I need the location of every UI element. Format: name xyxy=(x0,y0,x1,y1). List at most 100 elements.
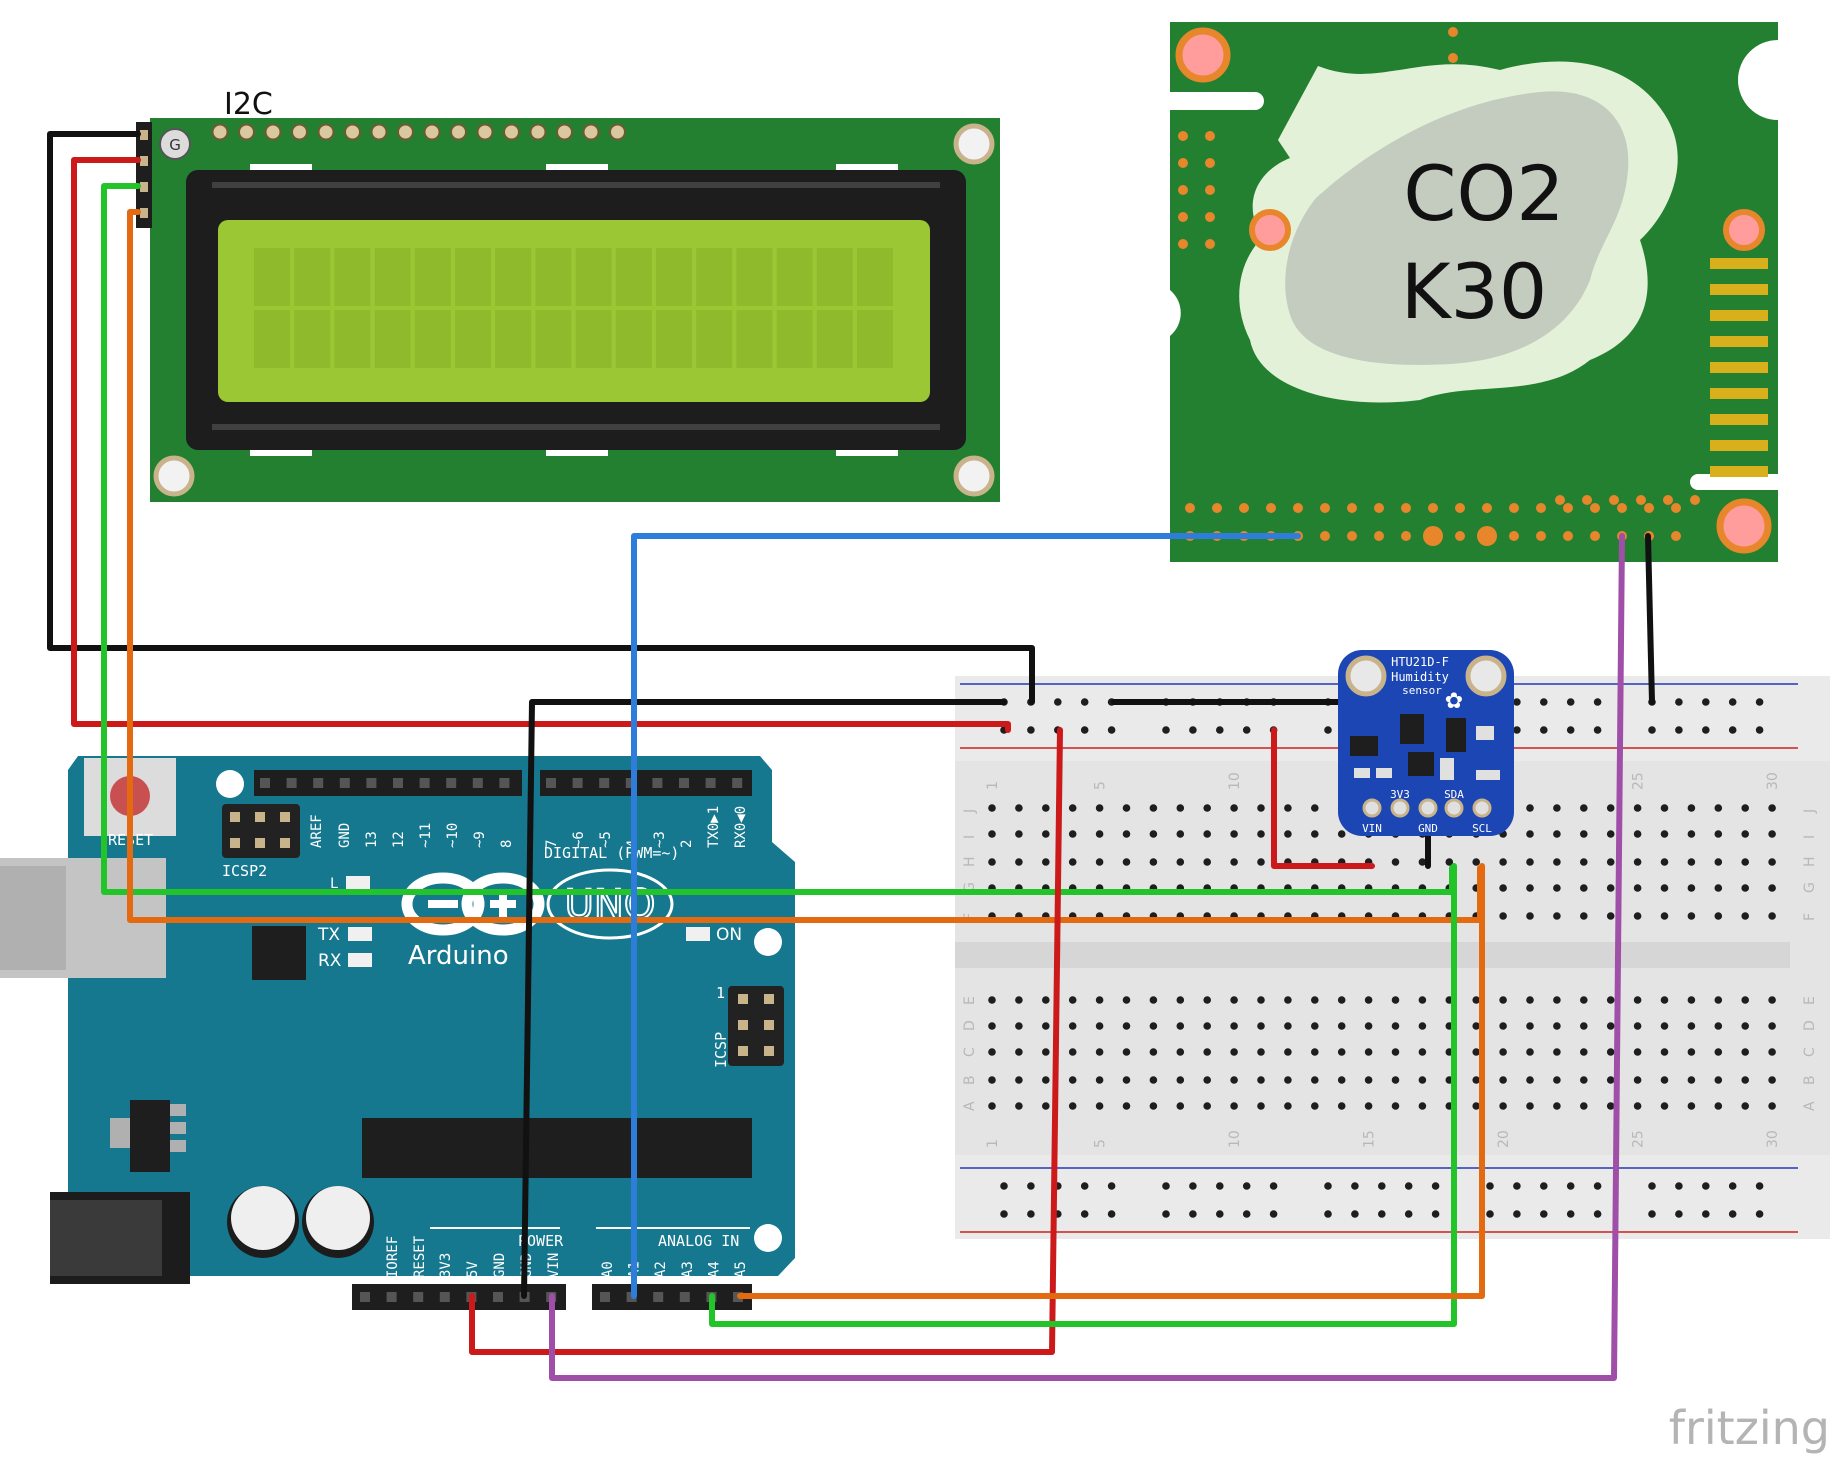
digital-pin-label: 12 xyxy=(391,831,407,848)
wire-htu-vin xyxy=(1271,727,1375,869)
breadboard-hole xyxy=(1768,884,1776,892)
header-hole xyxy=(705,778,716,788)
breadboard-hole xyxy=(1633,858,1642,866)
lcd-cell xyxy=(696,248,733,306)
row-letter: J xyxy=(962,809,978,814)
breadboard-hole xyxy=(1176,1076,1185,1084)
breadboard-hole xyxy=(1768,1022,1776,1030)
digital-pin-label: ~10 xyxy=(445,823,461,848)
header-hole xyxy=(625,778,636,788)
header-hole xyxy=(260,778,270,788)
rail-hole xyxy=(1675,1182,1683,1190)
arduino-brand: Arduino xyxy=(408,941,509,971)
digital-pin-label: ~6 xyxy=(571,831,587,848)
edge-finger xyxy=(1710,258,1768,269)
pad xyxy=(1536,531,1546,541)
breadboard-hole xyxy=(1257,830,1265,838)
breadboard-hole xyxy=(1472,996,1480,1004)
breadboard-hole xyxy=(1606,884,1615,892)
htu-pin-label: 3V3 xyxy=(1390,788,1410,801)
breadboard-hole xyxy=(1768,912,1776,920)
k30-label: K30 xyxy=(1401,247,1548,336)
pad xyxy=(1423,526,1443,546)
pad xyxy=(1428,503,1438,513)
breadboard-hole xyxy=(1284,804,1292,812)
lcd-cell xyxy=(857,310,893,368)
breadboard-hole xyxy=(1714,804,1723,812)
breadboard-hole xyxy=(1122,996,1131,1004)
htu-pin-label: VIN xyxy=(1362,822,1382,835)
breadboard-hole xyxy=(1337,1076,1346,1084)
breadboard-hole xyxy=(1068,1022,1077,1030)
power-pin-label: RESET xyxy=(412,1235,428,1278)
breadboard-hole xyxy=(1580,1022,1588,1030)
breadboard-hole xyxy=(1015,1102,1023,1110)
tx-label: TX xyxy=(317,925,340,945)
header-hole xyxy=(286,778,297,788)
led-l-label: L xyxy=(330,876,338,892)
breadboard-hole xyxy=(1687,1076,1696,1084)
row-letter: J xyxy=(1802,809,1818,814)
rail-hole xyxy=(1000,1210,1008,1218)
digital-pin-label: 8 xyxy=(499,840,515,848)
htu-pin xyxy=(1390,798,1410,818)
pad xyxy=(1509,503,1519,513)
rail-hole xyxy=(1566,1210,1575,1218)
lcd-pin xyxy=(582,123,600,141)
header-hole xyxy=(339,778,350,788)
breadboard-hole xyxy=(1284,996,1292,1004)
lcd-cell xyxy=(615,248,652,306)
breadboard-hole xyxy=(1068,1048,1077,1056)
breadboard-hole xyxy=(1660,830,1669,838)
rail-hole xyxy=(1728,726,1737,734)
breadboard-hole xyxy=(1580,1048,1588,1056)
breadboard-hole xyxy=(1149,1022,1158,1030)
lcd-cell xyxy=(575,248,612,306)
lcd-header-pins xyxy=(211,123,626,141)
pad xyxy=(1347,503,1357,513)
pad xyxy=(1617,503,1627,513)
row-letter: B xyxy=(1802,1075,1818,1085)
breadboard-hole xyxy=(1660,1076,1669,1084)
column-number: 25 xyxy=(1631,1130,1647,1148)
rail-hole xyxy=(1080,1182,1089,1190)
breadboard-hole xyxy=(988,830,996,838)
power-label: POWER xyxy=(518,1232,564,1250)
breadboard-hole xyxy=(1015,858,1023,866)
lcd-cell xyxy=(656,248,692,306)
breadboard-hole xyxy=(1580,858,1588,866)
edge-finger xyxy=(1710,440,1768,451)
lcd-pin xyxy=(238,123,255,141)
breadboard-hole xyxy=(1499,1102,1507,1110)
breadboard-hole xyxy=(1633,1076,1642,1084)
breadboard-hole xyxy=(1068,996,1077,1004)
breadboard-hole xyxy=(1687,830,1696,838)
breadboard-hole xyxy=(1176,1022,1185,1030)
breadboard-hole xyxy=(1095,1022,1104,1030)
lcd-cell xyxy=(535,310,572,368)
rail-hole xyxy=(1080,1210,1089,1218)
rail-hole xyxy=(1702,1210,1710,1218)
breadboard-hole xyxy=(1042,1048,1050,1056)
pad xyxy=(1320,503,1330,513)
breadboard-hole xyxy=(1364,1048,1373,1056)
breadboard-hole xyxy=(1015,804,1023,812)
breadboard-hole xyxy=(1015,996,1023,1004)
breadboard-hole xyxy=(1257,996,1265,1004)
column-number: 5 xyxy=(1093,781,1109,790)
rail-hole xyxy=(1566,698,1575,706)
i2c-backpack-header xyxy=(136,122,152,228)
row-letter: I xyxy=(1802,835,1818,839)
breadboard-hole xyxy=(1015,1048,1023,1056)
rail-hole xyxy=(1540,726,1548,734)
rail-hole xyxy=(1593,726,1602,734)
rail-hole xyxy=(1242,1210,1251,1218)
breadboard-hole xyxy=(1176,804,1185,812)
lcd-pin xyxy=(370,123,388,141)
breadboard-hole xyxy=(1660,1048,1669,1056)
breadboard-hole xyxy=(988,1048,996,1056)
capacitor-1 xyxy=(227,1186,299,1258)
pad xyxy=(1590,531,1600,541)
